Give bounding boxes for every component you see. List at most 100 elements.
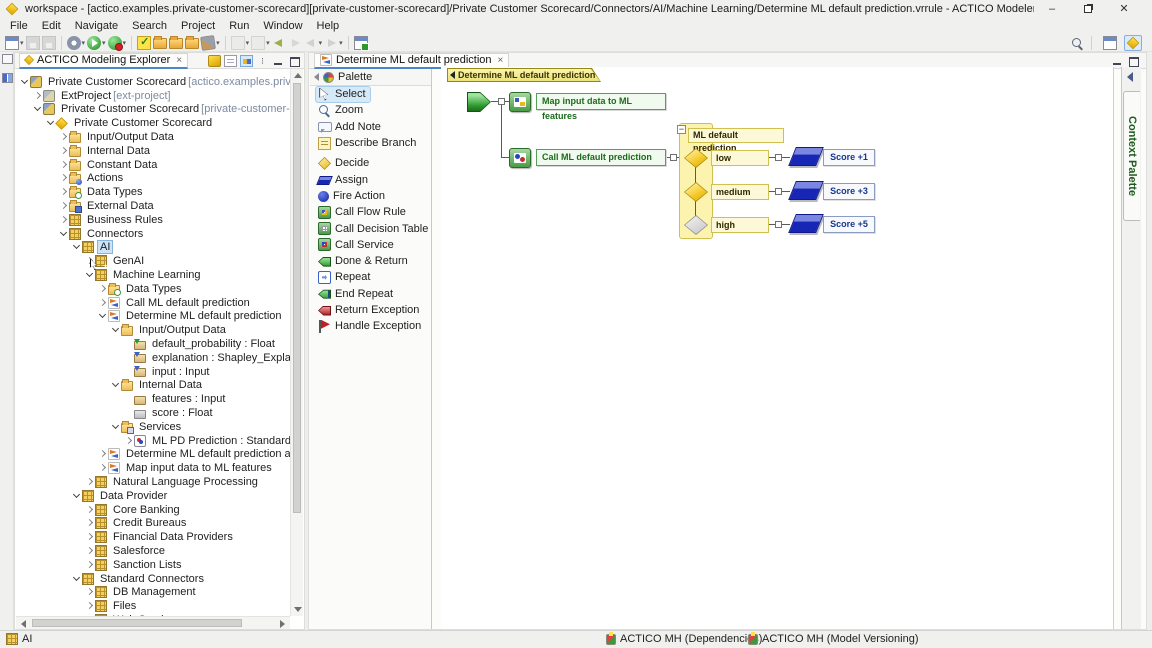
dropdown-arrow-icon[interactable]: ▾ — [122, 39, 127, 47]
tree-item-input-output-data[interactable]: Input/Output Data — [16, 323, 290, 337]
dropdown-arrow-icon[interactable]: ▾ — [339, 39, 343, 47]
minimize-button[interactable]: – — [1048, 3, 1056, 15]
menu-run[interactable]: Run — [229, 20, 250, 32]
toolbar-debug-button[interactable]: ▾ — [66, 35, 85, 50]
tree-item-files[interactable]: Files — [16, 599, 290, 613]
explorer-view-icon[interactable] — [2, 73, 13, 83]
tree-item-default-probability-float[interactable]: default_probability : Float — [16, 337, 290, 351]
scrollbar-thumb[interactable] — [32, 619, 242, 627]
palette-item-select[interactable]: Select — [310, 85, 431, 103]
expand-arrow[interactable] — [85, 269, 95, 281]
expand-arrow[interactable] — [72, 241, 82, 253]
expand-arrow[interactable] — [98, 283, 108, 295]
expand-arrow[interactable] — [85, 531, 95, 543]
condition-label-high[interactable]: high — [711, 217, 769, 233]
assign-node-score-3[interactable] — [788, 181, 824, 200]
tree-item-call-ml-default-prediction[interactable]: Call ML default prediction — [16, 296, 290, 310]
condition-label-low[interactable]: low — [711, 150, 769, 166]
condition-label-medium[interactable]: medium — [711, 184, 769, 200]
diagram-title-tab[interactable]: Determine ML default prediction — [447, 68, 601, 82]
diagram-canvas[interactable]: Determine ML default prediction Map inpu… — [441, 67, 1114, 629]
tab-context-palette[interactable]: Context Palette — [1123, 91, 1140, 221]
expand-arrow[interactable] — [59, 228, 69, 240]
expand-arrow[interactable] — [85, 517, 95, 529]
expand-context-palette-icon[interactable] — [1127, 72, 1133, 82]
toolbar-forward-button[interactable]: ▾ — [324, 36, 343, 50]
expand-arrow[interactable] — [85, 504, 95, 516]
dropdown-arrow-icon[interactable]: ▾ — [266, 39, 270, 47]
menu-file[interactable]: File — [10, 20, 28, 32]
scroll-left-icon[interactable] — [21, 620, 26, 628]
maximize-button[interactable] — [1070, 0, 1106, 18]
tree-item-core-banking[interactable]: Core Banking — [16, 503, 290, 517]
tree-item-private-customer-scorecard[interactable]: Private Customer Scorecard [private-cust… — [16, 103, 290, 117]
dropdown-arrow-icon[interactable]: ▾ — [318, 39, 323, 47]
expand-arrow[interactable] — [85, 586, 95, 598]
expand-arrow[interactable] — [33, 103, 43, 115]
score-label-score-1[interactable]: Score +1 — [823, 149, 875, 166]
scrollbar-thumb[interactable] — [293, 83, 301, 513]
view-menu-icon[interactable]: ⁝ — [261, 55, 264, 66]
expand-arrow[interactable] — [72, 573, 82, 585]
task-label-map-input[interactable]: Map input data to ML features — [536, 93, 666, 121]
junction-node[interactable] — [775, 188, 782, 195]
toolbar-save-button[interactable] — [25, 35, 40, 50]
tree-item-connectors[interactable]: Connectors — [16, 227, 290, 241]
expand-arrow[interactable] — [111, 421, 121, 433]
palette-item-add-note[interactable]: Add Note — [310, 119, 431, 135]
close-tab-icon[interactable]: × — [176, 54, 183, 66]
tree-item-data-types[interactable]: Data Types — [16, 185, 290, 200]
expand-arrow[interactable] — [98, 462, 108, 474]
tree-item-features-input[interactable]: features : Input — [16, 392, 290, 406]
palette-item-handle-exception[interactable]: Handle Exception — [310, 318, 431, 334]
menu-project[interactable]: Project — [180, 20, 216, 32]
menu-navigate[interactable]: Navigate — [74, 20, 119, 32]
tree-item-ml-pd-prediction-standard[interactable]: ML PD Prediction : Standard — [16, 434, 290, 448]
tab-determine-ml-default-prediction[interactable]: Determine ML default prediction × — [314, 52, 510, 69]
restore-view-icon[interactable] — [2, 54, 13, 64]
menu-window[interactable]: Window — [263, 20, 303, 32]
toolbar-format-button[interactable]: ▾ — [200, 34, 220, 51]
expand-arrow[interactable] — [124, 435, 134, 447]
dropdown-arrow-icon[interactable]: ▾ — [245, 39, 250, 47]
decision-header-label[interactable]: ML default prediction — [688, 128, 784, 153]
focus-icon[interactable] — [208, 54, 221, 67]
toolbar-next-annotation-button[interactable]: ▾ — [251, 35, 270, 50]
dropdown-arrow-icon[interactable]: ▾ — [102, 39, 106, 47]
tree-item-data-provider[interactable]: Data Provider — [16, 489, 290, 503]
tree-item-ai[interactable]: AI — [16, 240, 290, 255]
collapse-all-icon[interactable] — [224, 54, 237, 67]
toolbar-new-button[interactable]: ▾ — [5, 35, 24, 50]
toolbar-folder-tool-2-button[interactable] — [169, 36, 184, 49]
expand-arrow[interactable] — [59, 186, 69, 198]
expand-arrow[interactable] — [98, 310, 108, 322]
junction-node[interactable] — [498, 98, 505, 105]
tree-item-web-service[interactable]: Web Service — [16, 613, 290, 616]
tree-item-explanation-shapley-explanation[interactable]: explanation : Shapley_Explanation — [16, 351, 290, 365]
junction-node[interactable] — [775, 154, 782, 161]
expand-arrow[interactable] — [59, 214, 69, 226]
assign-node-score-1[interactable] — [788, 147, 824, 166]
palette-item-describe-branch[interactable]: Describe Branch — [310, 135, 431, 151]
menu-search[interactable]: Search — [132, 20, 167, 32]
tree-item-data-types[interactable]: Data Types — [16, 282, 290, 296]
expand-arrow[interactable] — [85, 545, 95, 557]
actico-perspective-button[interactable] — [1124, 34, 1142, 51]
palette-item-call-service[interactable]: Call Service — [310, 237, 431, 253]
toolbar-new-editor-window-button[interactable] — [353, 35, 369, 51]
decision-diamond-high[interactable] — [684, 215, 708, 235]
score-label-score-5[interactable]: Score +5 — [823, 216, 875, 233]
tree-item-genai[interactable]: GenAI — [16, 254, 290, 271]
minimize-editor-icon[interactable] — [1111, 55, 1124, 67]
toolbar-prev-annotation-button[interactable]: ▾ — [230, 35, 250, 50]
palette-item-call-flow-rule[interactable]: Call Flow Rule — [310, 204, 431, 220]
menu-help[interactable]: Help — [316, 20, 340, 32]
tree-item-determine-ml-default-prediction[interactable]: Determine ML default prediction — [16, 310, 290, 324]
tree-item-financial-data-providers[interactable]: Financial Data Providers — [16, 530, 290, 544]
palette-item-done-return[interactable]: Done & Return — [310, 253, 431, 269]
status-item-model-versioning[interactable]: ACTICO MH (Model Versioning) — [748, 633, 919, 645]
tree-item-input-output-data[interactable]: Input/Output Data — [16, 130, 290, 144]
expand-arrow[interactable] — [85, 476, 95, 488]
call-flow-rule-node[interactable] — [509, 92, 531, 112]
toolbar-forward-history-button[interactable] — [288, 36, 302, 50]
